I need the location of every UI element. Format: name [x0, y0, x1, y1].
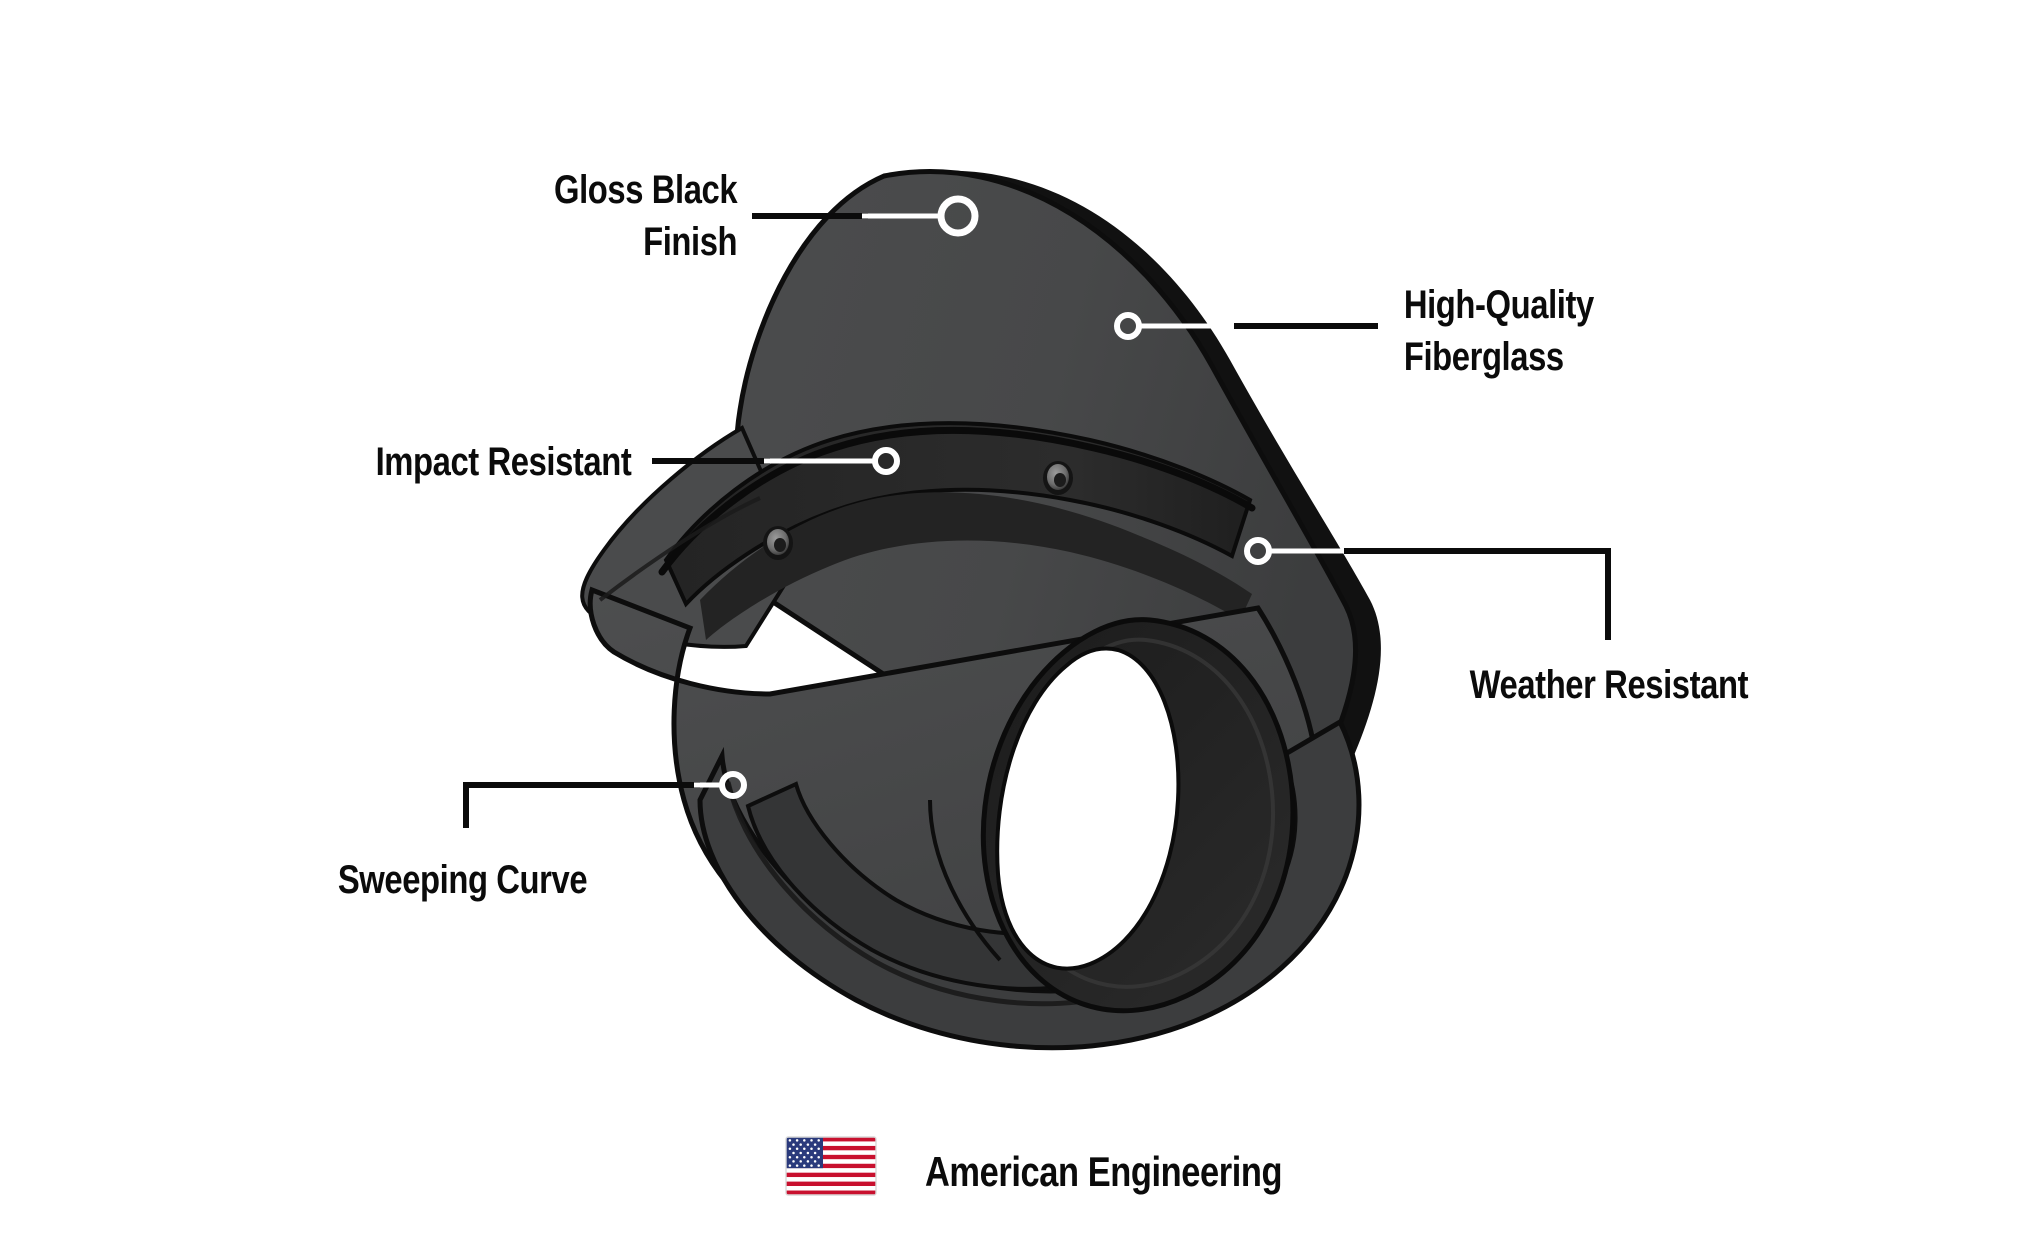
usa-flag-icon [785, 1136, 877, 1196]
callout-impact-resistant[interactable]: Impact Resistant [376, 439, 900, 484]
callout-label-line1: Impact Resistant [376, 439, 632, 484]
callout-marker-dot[interactable] [1114, 312, 1142, 340]
callout-marker-dot[interactable] [1244, 537, 1272, 565]
fairing-screw-lower [763, 526, 793, 560]
callout-gloss-black-finish[interactable]: Gloss Black Finish [554, 167, 979, 264]
fairing-screw-upper [1043, 461, 1073, 495]
callout-marker-dot[interactable] [872, 447, 900, 475]
leader-line-elbow [463, 782, 700, 828]
fairing-vent-divider [928, 799, 1002, 962]
callout-label-line2: Fiberglass [1404, 334, 1564, 379]
fairing-chin-seam [725, 781, 1113, 1007]
footer-badge: American Engineering [785, 1136, 1283, 1196]
callout-marker-dot[interactable] [719, 771, 747, 799]
fairing-band-inner-shade [700, 492, 1252, 640]
callout-high-quality-fiberglass[interactable]: High-Quality Fiberglass [1114, 282, 1595, 379]
headlight-opening-void [995, 646, 1181, 971]
product-illustration [580, 169, 1381, 1051]
footer-label: American Engineering [925, 1149, 1282, 1196]
fairing-nose-seam [598, 496, 761, 602]
callout-label-line1: Sweeping Curve [338, 857, 587, 902]
callout-label-line1: High-Quality [1404, 282, 1595, 327]
callout-weather-resistant[interactable]: Weather Resistant [1244, 537, 1749, 707]
callout-marker-dot[interactable] [937, 195, 979, 237]
leader-line-elbow [1344, 548, 1611, 640]
callout-label-line1: Gloss Black [554, 167, 738, 212]
callout-label-line2: Finish [643, 219, 737, 264]
callout-label-line1: Weather Resistant [1470, 662, 1749, 707]
fairing-band-seam [658, 426, 1256, 576]
callout-sweeping-curve[interactable]: Sweeping Curve [338, 771, 747, 902]
